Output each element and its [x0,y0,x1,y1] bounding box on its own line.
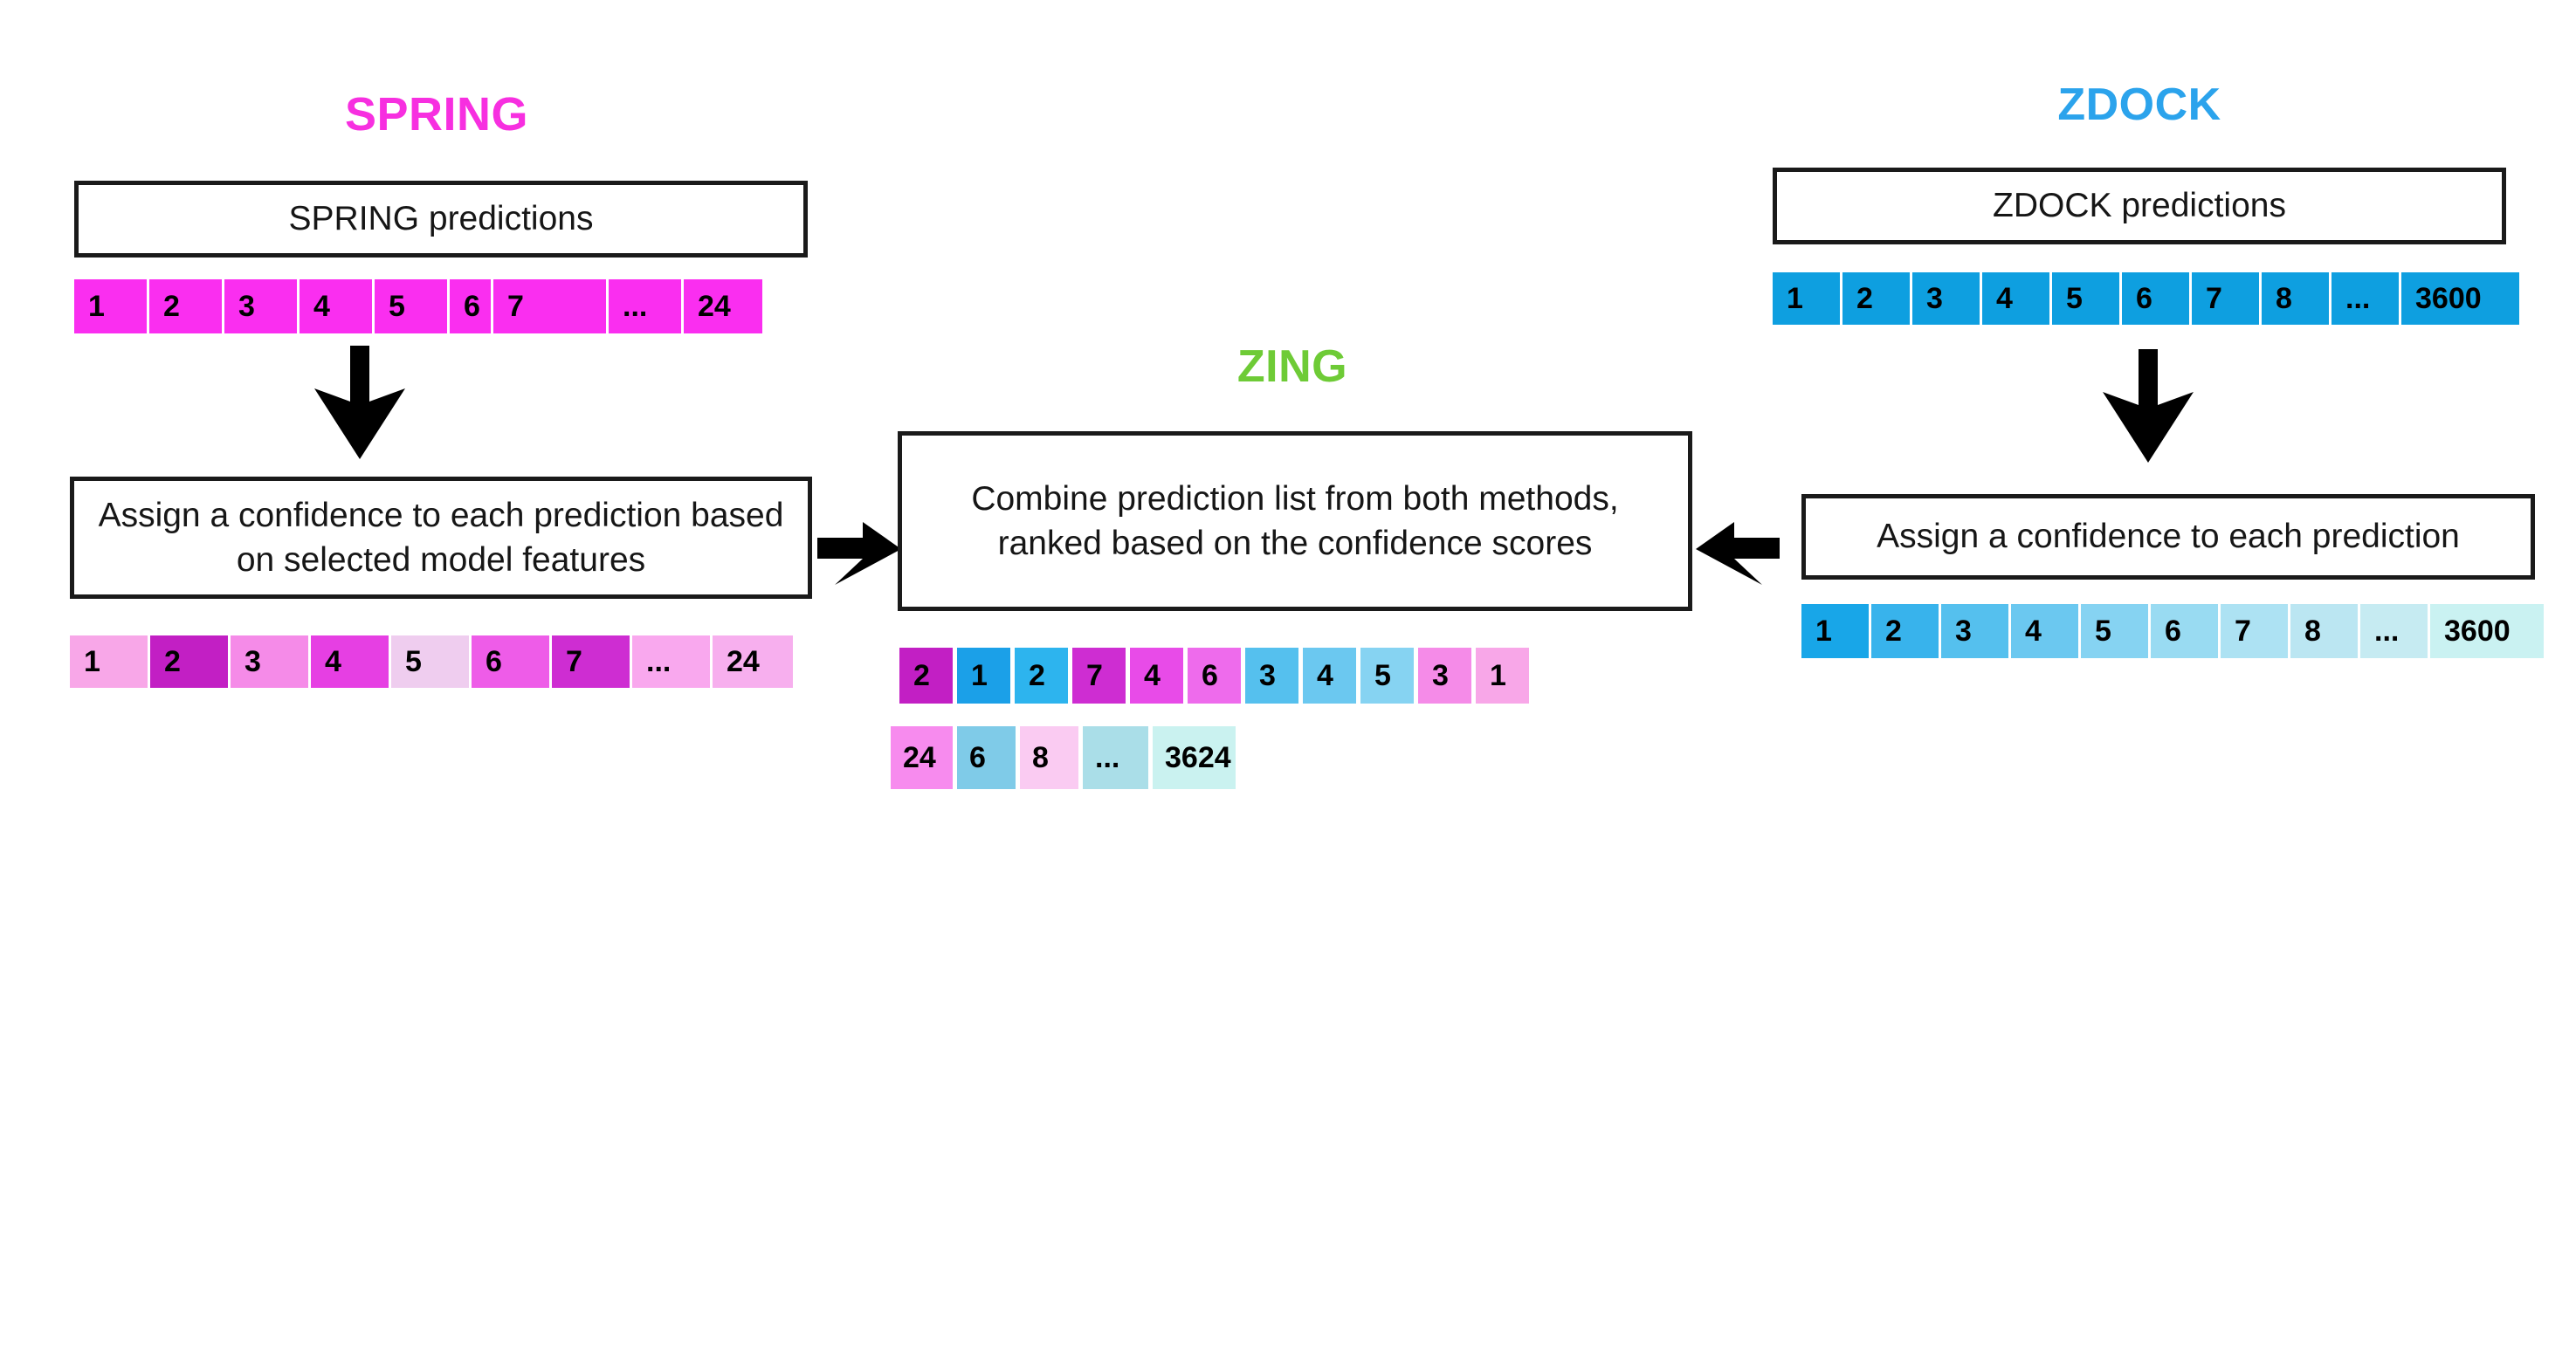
spring-confidence-label: Assign a confidence to each prediction b… [98,496,784,579]
prediction-cell: 24 [713,635,793,688]
prediction-cell: ... [609,279,684,333]
prediction-cell: 8 [1020,726,1083,789]
prediction-cell: 1 [70,635,150,688]
prediction-cell: ... [2331,272,2401,325]
prediction-cell: 2 [899,648,957,704]
arrow-left-zdock-to-zing [1696,520,1780,604]
prediction-cell: 24 [891,726,957,789]
prediction-cell: 3 [1245,648,1303,704]
prediction-cell: 5 [2052,272,2122,325]
prediction-cell: 6 [2122,272,2192,325]
prediction-cell: 4 [2011,604,2081,658]
prediction-cell: 8 [2262,272,2331,325]
prediction-cell: ... [632,635,713,688]
prediction-cell: 6 [2151,604,2221,658]
prediction-cell: 1 [1773,272,1842,325]
prediction-cell: 3 [1418,648,1476,704]
prediction-cell: 3 [231,635,311,688]
prediction-cell: 3600 [2430,604,2544,658]
prediction-cell: 7 [493,279,609,333]
prediction-cell: 3 [224,279,300,333]
spring-confidence-box: Assign a confidence to each prediction b… [70,477,812,599]
prediction-cell: 7 [1072,648,1130,704]
prediction-cell: 2 [1015,648,1072,704]
zdock-predictions-label: ZDOCK predictions [1993,187,2286,225]
arrow-right-spring-to-zing [817,520,901,604]
prediction-cell: 4 [311,635,391,688]
zing-combine-label: Combine prediction list from both method… [971,479,1619,562]
prediction-cell: 5 [391,635,472,688]
prediction-cell: 2 [1842,272,1912,325]
zdock-predictions-box: ZDOCK predictions [1773,168,2506,244]
prediction-cell: 2 [150,635,231,688]
prediction-cell: 3 [1941,604,2011,658]
prediction-cell: 3 [1912,272,1982,325]
zdock-confidence-label: Assign a confidence to each prediction [1877,518,2460,556]
spring-predictions-box: SPRING predictions [74,181,808,258]
prediction-cell: 1 [1801,604,1871,658]
prediction-cell: 6 [1188,648,1245,704]
prediction-cell: 7 [2192,272,2262,325]
prediction-cell: 2 [149,279,224,333]
prediction-cell: ... [2360,604,2430,658]
prediction-cell: 3600 [2401,272,2519,325]
arrow-down-spring [307,346,412,459]
prediction-cell: 24 [684,279,762,333]
prediction-cell: 6 [450,279,493,333]
prediction-cell: 7 [552,635,632,688]
prediction-cell: 3624 [1153,726,1240,789]
prediction-cell: 2 [1871,604,1941,658]
section-title-spring: SPRING [344,88,529,141]
prediction-cell: 5 [1360,648,1418,704]
prediction-cell: 7 [2221,604,2290,658]
prediction-cell: 1 [957,648,1015,704]
prediction-cell: 6 [472,635,552,688]
zing-combine-box: Combine prediction list from both method… [898,431,1692,611]
zdock-confidence-box: Assign a confidence to each prediction [1801,494,2535,580]
prediction-cell: 5 [375,279,450,333]
prediction-cell: 4 [1303,648,1360,704]
prediction-cell: 8 [2290,604,2360,658]
prediction-cell: 1 [1476,648,1533,704]
prediction-cell: ... [1083,726,1153,789]
prediction-cell: 4 [300,279,375,333]
section-title-zdock: ZDOCK [2057,79,2221,130]
prediction-cell: 5 [2081,604,2151,658]
section-title-zing: ZING [1236,341,1348,392]
arrow-down-zdock [2096,349,2201,463]
spring-predictions-label: SPRING predictions [288,200,594,238]
prediction-cell: 6 [957,726,1020,789]
prediction-cell: 4 [1982,272,2052,325]
prediction-cell: 4 [1130,648,1188,704]
prediction-cell: 1 [74,279,149,333]
